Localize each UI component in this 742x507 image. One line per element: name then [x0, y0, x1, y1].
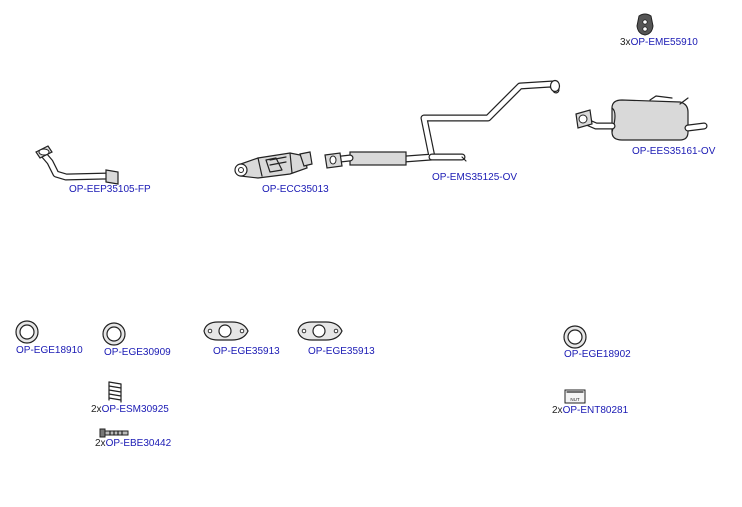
- label-middle-silencer[interactable]: OP-EMS35125-OV: [432, 172, 517, 183]
- label-catalyst[interactable]: OP-ECC35013: [262, 184, 329, 195]
- label-bolt[interactable]: 2xOP-EBE30442: [95, 438, 171, 449]
- label-gasket-2[interactable]: OP-EGE30909: [104, 347, 171, 358]
- gasket-1-drawing: [15, 320, 39, 344]
- spring-drawing: [108, 381, 122, 403]
- nut-kit-drawing: NUT: [564, 389, 586, 404]
- label-code: OP-ECC35013: [262, 184, 329, 195]
- gasket-3-drawing: [203, 321, 249, 341]
- label-flex-pipe[interactable]: OP-EEP35105-FP: [69, 184, 151, 195]
- label-gasket-1[interactable]: OP-EGE18910: [16, 345, 83, 356]
- rear-silencer-drawing: [575, 95, 708, 141]
- label-gasket-5[interactable]: OP-EGE18902: [564, 349, 631, 360]
- label-code: OP-EGE30909: [104, 347, 171, 358]
- label-code: OP-EGE18910: [16, 345, 83, 356]
- label-spring[interactable]: 2xOP-ESM30925: [91, 404, 169, 415]
- label-code: OP-ESM30925: [101, 404, 169, 415]
- label-quantity: 2x: [552, 405, 563, 416]
- gasket-2-drawing: [102, 322, 126, 346]
- label-code: OP-EBE30442: [105, 438, 172, 449]
- catalyst-drawing: [234, 151, 313, 179]
- label-quantity: 3x: [620, 37, 631, 48]
- bolt-drawing: [99, 428, 129, 438]
- gasket-5-drawing: [563, 325, 587, 349]
- label-code: OP-EGE35913: [308, 346, 375, 357]
- label-code: OP-ENT80281: [562, 405, 629, 416]
- nut-kit-box-text: NUT: [570, 397, 579, 402]
- gasket-4-drawing: [297, 321, 343, 341]
- label-code: OP-EES35161-OV: [632, 146, 716, 157]
- label-code: OP-EGE35913: [213, 346, 280, 357]
- label-rear-silencer[interactable]: OP-EES35161-OV: [632, 146, 715, 157]
- label-nut-kit[interactable]: 2xOP-ENT80281: [552, 405, 628, 416]
- rubber-mount-drawing: [636, 13, 654, 36]
- label-gasket-3[interactable]: OP-EGE35913: [213, 346, 280, 357]
- label-code: OP-EMS35125-OV: [432, 172, 518, 183]
- label-gasket-4[interactable]: OP-EGE35913: [308, 346, 375, 357]
- label-code: OP-EGE18902: [564, 349, 631, 360]
- label-quantity: 2x: [91, 404, 102, 415]
- middle-silencer-drawing: [324, 79, 561, 169]
- front-pipe-drawing: [35, 145, 119, 185]
- label-rubber-mount[interactable]: 3xOP-EME55910: [620, 37, 698, 48]
- label-quantity: 2x: [95, 438, 106, 449]
- label-code: OP-EME55910: [630, 37, 698, 48]
- label-code: OP-EEP35105-FP: [69, 184, 151, 195]
